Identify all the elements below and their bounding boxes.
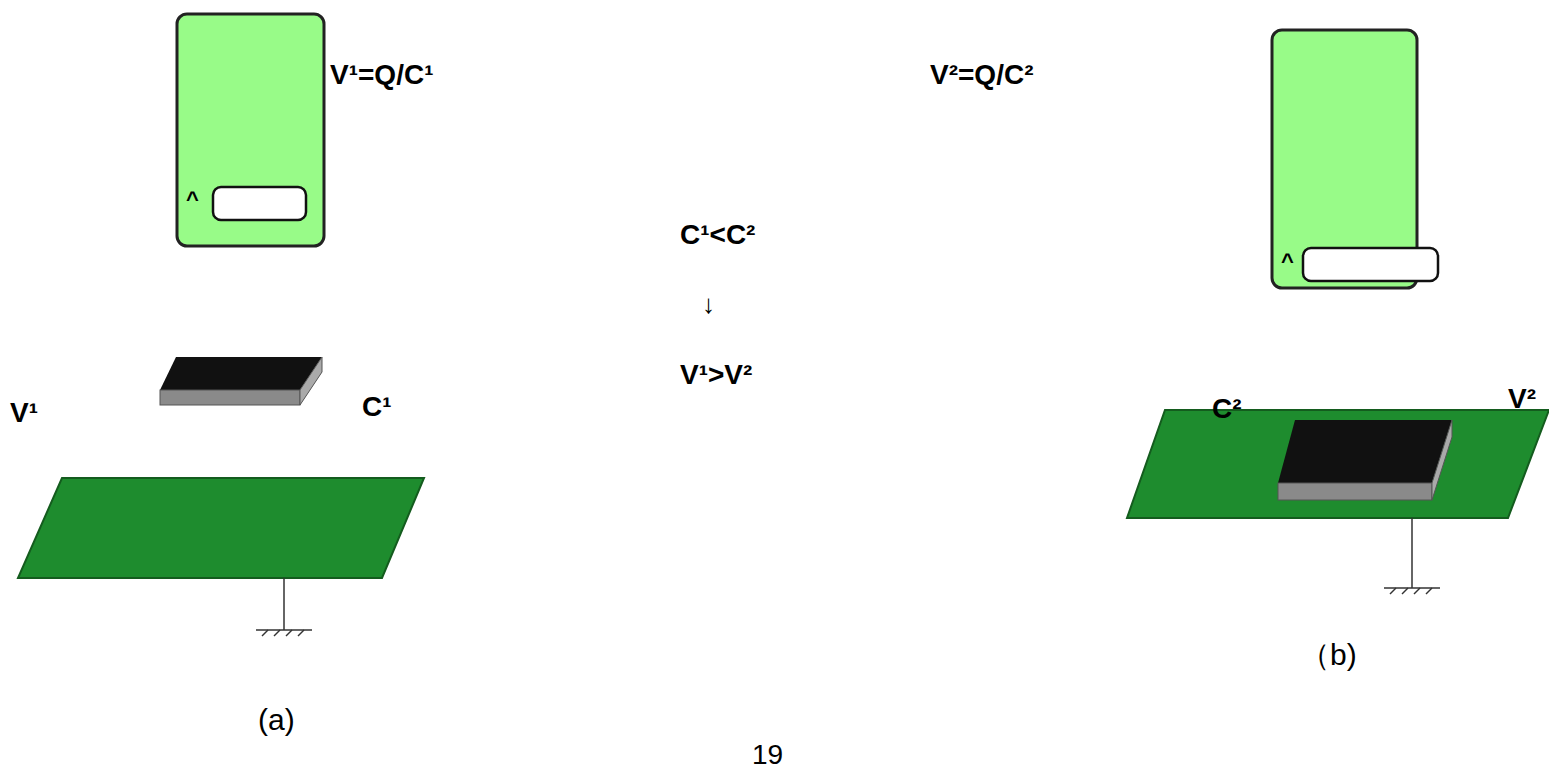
voltage-label: V² [1508, 384, 1536, 415]
figure-label: (a) [258, 703, 295, 736]
charged-card [177, 14, 324, 246]
chip-front [1278, 483, 1432, 500]
chip-front [160, 390, 300, 405]
circuit-board [1127, 410, 1549, 518]
card-mark: ^ [1281, 250, 1294, 274]
circuit-board [18, 478, 424, 578]
capacitance-label: C² [1212, 394, 1242, 425]
card-window [1303, 248, 1438, 281]
chip-side [1432, 420, 1452, 500]
ground-symbol [1384, 518, 1440, 594]
card-mark: ^ [186, 188, 199, 212]
chip-side [300, 357, 322, 405]
chip-top [1278, 420, 1452, 483]
figure-label: （b) [1300, 638, 1357, 671]
formula: V¹=Q/C¹ [330, 60, 433, 91]
arrow-symbol: ↓ [702, 290, 715, 319]
voltage-label: V¹ [10, 398, 38, 429]
capacitance-label: C¹ [362, 392, 392, 423]
page-number: 19 [752, 740, 783, 771]
chip-top [160, 357, 322, 390]
ground-symbol [256, 578, 312, 636]
relation: V¹>V² [680, 360, 752, 391]
card-window [213, 187, 306, 220]
formula: V²=Q/C² [930, 60, 1033, 91]
relation: C¹<C² [680, 220, 755, 251]
